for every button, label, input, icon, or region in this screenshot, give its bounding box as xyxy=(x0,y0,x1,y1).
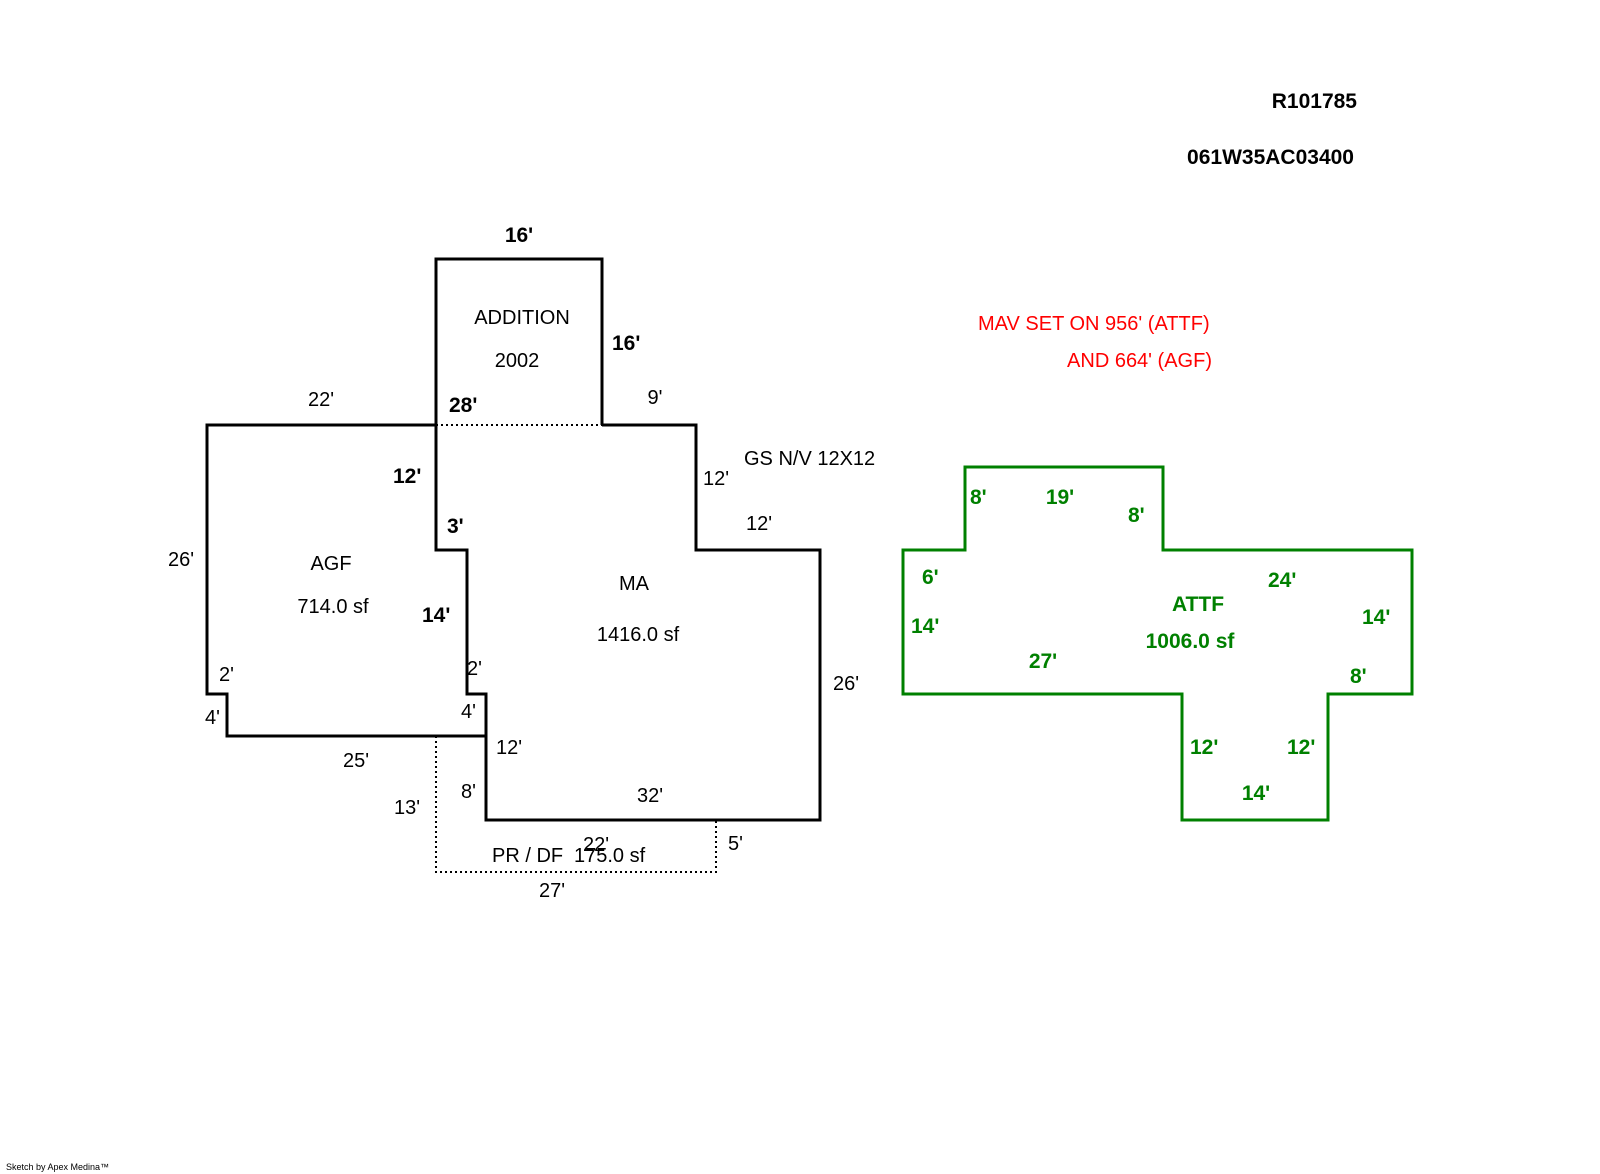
attf-dim-top-19: 19' xyxy=(1046,486,1074,509)
parcel-id: 061W35AC03400 xyxy=(1187,146,1354,169)
dim-ma-step-top: 12' xyxy=(746,513,772,535)
attf-dim-right-24: 24' xyxy=(1268,569,1296,592)
dim-porch-13: 13' xyxy=(394,797,420,819)
dim-ma-8: 8' xyxy=(461,781,476,803)
attf-outline xyxy=(901,465,1414,822)
addition-outline xyxy=(434,257,604,425)
dim-agf-left: 26' xyxy=(168,549,194,571)
dim-ma-right-upper: 12' xyxy=(703,468,729,490)
attf-dim-stem-bottom-14: 14' xyxy=(1242,782,1270,805)
attf-dim-left-14: 14' xyxy=(911,615,939,638)
dim-agf-bottom: 25' xyxy=(343,750,369,772)
agf-label: AGF xyxy=(310,553,351,575)
mav-note-line1: MAV SET ON 956' (ATTF) xyxy=(978,313,1210,335)
dim-porch-bottom: 27' xyxy=(539,880,565,902)
dim-addition-base: 28' xyxy=(449,394,477,417)
attf-dim-stem-left-12: 12' xyxy=(1190,736,1218,759)
dim-shared-3: 3' xyxy=(447,515,464,538)
addition-year: 2002 xyxy=(495,350,540,372)
mav-note-line2: AND 664' (AGF) xyxy=(1067,350,1212,372)
attf-dim-top-left-8: 8' xyxy=(970,486,987,509)
porch-label: PR / DF xyxy=(492,845,563,867)
attf-area: 1006.0 sf xyxy=(1146,630,1236,653)
dim-agf-4: 4' xyxy=(205,707,220,729)
dim-shared-12: 12' xyxy=(393,465,421,488)
attf-label: ATTF xyxy=(1172,593,1224,616)
gs-note: GS N/V 12X12 xyxy=(744,448,875,470)
porch-outline xyxy=(435,736,717,873)
dim-shared-14: 14' xyxy=(422,604,450,627)
dim-agf-top: 22' xyxy=(308,389,334,411)
dim-addition-top: 16' xyxy=(505,224,533,247)
dim-ma-bottom: 32' xyxy=(637,785,663,807)
account-id: R101785 xyxy=(1272,90,1358,113)
dim-ma-12-lower: 12' xyxy=(496,737,522,759)
attf-dim-left-6: 6' xyxy=(922,566,939,589)
dim-porch-22: 22' xyxy=(583,834,609,856)
dim-agf-2: 2' xyxy=(219,664,234,686)
attf-dim-top-right-8: 8' xyxy=(1128,504,1145,527)
dim-addition-right: 16' xyxy=(612,332,640,355)
attf-dim-bottom-27: 27' xyxy=(1029,650,1057,673)
ma-label: MA xyxy=(619,573,650,595)
dim-ma-right: 26' xyxy=(833,673,859,695)
dim-ma-top-right: 9' xyxy=(648,387,663,409)
attf-dim-right-8: 8' xyxy=(1350,665,1367,688)
addition-label: ADDITION xyxy=(474,307,570,329)
dim-shared-2: 2' xyxy=(467,658,482,680)
attf-dim-right-14: 14' xyxy=(1362,606,1390,629)
porch-area: 175.0 sf xyxy=(574,845,646,867)
dim-porch-5: 5' xyxy=(728,833,743,855)
ma-outline xyxy=(434,423,822,822)
agf-area: 714.0 sf xyxy=(297,596,369,618)
sketch-credit: Sketch by Apex Medina™ xyxy=(6,1162,109,1172)
dim-shared-4: 4' xyxy=(461,701,476,723)
attf-dim-stem-right-12: 12' xyxy=(1287,736,1315,759)
ma-area: 1416.0 sf xyxy=(597,624,680,646)
agf-outline xyxy=(205,423,486,738)
